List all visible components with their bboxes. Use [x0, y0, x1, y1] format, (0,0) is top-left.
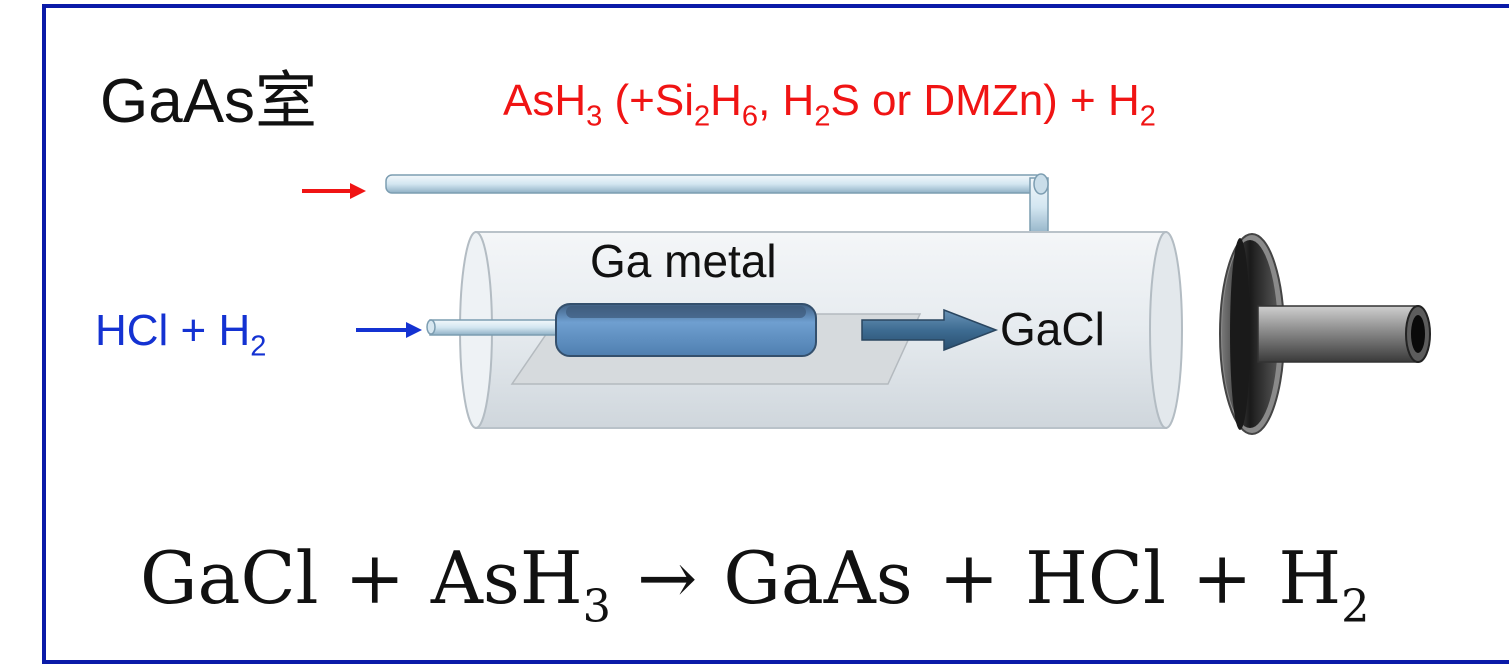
gas-label-subscript: 6 [741, 100, 759, 133]
gas-label-text: AsH [503, 76, 587, 125]
eq-term-hcl: HCl [1025, 536, 1166, 620]
hcl-inlet-arrow-icon [356, 322, 422, 338]
gacl-label: GaCl [1000, 303, 1105, 355]
eq-term-gaas: GaAs [723, 536, 913, 620]
gas-label-text: H [710, 76, 742, 125]
eq-term-gacl: GaCl [140, 536, 319, 620]
gas-label-text: (+Si [602, 76, 694, 125]
eq-term-ash3: AsH [430, 536, 583, 620]
ash3-supply-pipe [385, 173, 1049, 237]
eq-plus-2: + [938, 536, 1000, 620]
eq-term-ash3-sub: 3 [582, 580, 612, 633]
eq-term-h2-sub: 2 [1341, 580, 1370, 633]
hcl-input-main: HCl + H [95, 306, 251, 355]
ga-metal-boat [555, 303, 817, 357]
eq-plus-3: + [1191, 536, 1253, 620]
gas-input-label: AsH3 (+Si2H6, H2S or DMZn) + H2 [503, 76, 1156, 131]
hcl-input-sub: 2 [250, 330, 267, 363]
eq-plus-1: + [344, 536, 405, 620]
hcl-input-label: HCl + H2 [95, 306, 266, 361]
gas-label-subscript: 2 [1139, 100, 1156, 133]
exhaust-flange [1219, 233, 1431, 435]
reactor-diagram [302, 173, 1431, 435]
reaction-equation: GaCl+AsH3→GaAs+HCl+H2 [140, 536, 1370, 629]
gas-label-subscript: 2 [693, 100, 711, 133]
gas-label-text: S or DMZn) + H [830, 76, 1140, 125]
gas-inlet-arrow-icon [302, 183, 366, 199]
eq-arrow: → [637, 536, 698, 620]
gas-label-subscript: 3 [586, 100, 603, 133]
gacl-flow-arrow-icon [861, 308, 999, 352]
eq-term-h2: H [1278, 536, 1342, 620]
gas-label-text: , H [758, 76, 815, 125]
chamber-title: GaAs室 [100, 67, 318, 136]
ga-metal-label: Ga metal [590, 235, 777, 287]
gas-label-subscript: 2 [814, 100, 831, 133]
